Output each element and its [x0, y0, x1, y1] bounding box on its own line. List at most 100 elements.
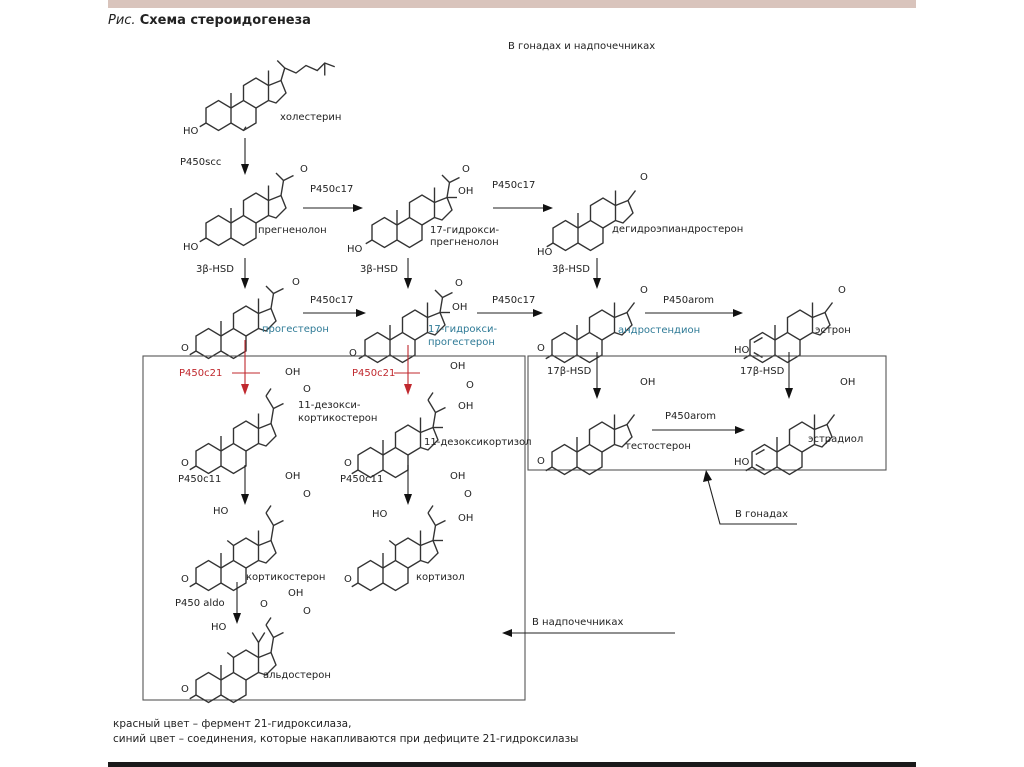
figure-title-text: Схема стероидогенеза: [139, 13, 311, 28]
enzyme-p450-aldo: P450 aldo: [175, 598, 225, 609]
compound-estradiol: эстрадиол: [808, 434, 863, 445]
atom-o: O: [537, 343, 545, 354]
molecule-dhea: O HO дегидроэпиандростерон: [537, 172, 743, 258]
figure-title-prefix: Рис.: [108, 13, 136, 28]
atom-ho: HO: [183, 242, 199, 253]
atom-oh: OH: [458, 513, 473, 524]
compound-17-hydroxypregnenolone-line2: прегненолон: [430, 237, 499, 248]
atom-oh: OH: [450, 471, 465, 482]
enzyme-3b-hsd: 3β-HSD: [552, 264, 590, 275]
atom-o: O: [181, 574, 189, 585]
atom-ho: HO: [213, 506, 229, 517]
atom-oh: OH: [640, 377, 655, 388]
arrowhead: [502, 629, 512, 637]
legend-blue: синий цвет – соединения, которые накапли…: [113, 733, 579, 745]
arrowhead: [404, 494, 412, 505]
enzyme-17b-hsd: 17β-HSD: [547, 366, 592, 377]
atom-ho: HO: [347, 244, 363, 255]
atom-o: O: [344, 574, 352, 585]
atom-ho: HO: [537, 247, 553, 258]
atom-oh: OH: [285, 471, 300, 482]
atom-oh: OH: [285, 367, 300, 378]
region-label-gonads-adrenals: В гонадах и надпочечниках: [508, 41, 655, 52]
atom-oh: OH: [458, 401, 473, 412]
compound-cholesterol: холестерин: [280, 112, 341, 123]
atom-o: O: [537, 456, 545, 467]
enzyme-p450c17: P450c17: [310, 184, 353, 195]
molecule-corticosterone: OH O HO O кортикостерон: [181, 471, 325, 592]
adrenal-region-box: [142, 355, 526, 701]
arrowhead: [353, 204, 363, 212]
enzyme-17b-hsd: 17β-HSD: [740, 366, 785, 377]
atom-oh: OH: [452, 302, 467, 313]
compound-estrone: эстрон: [815, 325, 851, 336]
compound-11-deoxycorticosterone-line2: кортикостерон: [298, 413, 377, 424]
compound-progesterone: прогестерон: [262, 324, 329, 335]
compound-cortisol: кортизол: [416, 572, 465, 583]
arrowhead: [404, 384, 412, 395]
atom-o: O: [838, 285, 846, 296]
atom-o: O: [462, 164, 470, 175]
compound-11-deoxycortisol: 11-дезоксикортизол: [424, 437, 532, 448]
atom-o: O: [181, 458, 189, 469]
arrowhead: [241, 494, 249, 505]
arrowhead: [241, 164, 249, 175]
arrowhead: [356, 309, 366, 317]
atom-o: O: [349, 348, 357, 359]
molecule-estradiol: OH HO эстрадиол: [734, 377, 863, 476]
atom-o: O: [455, 278, 463, 289]
arrowhead: [241, 384, 249, 395]
gonad-region-box: [527, 355, 887, 471]
molecule-cortisol: OH O OH HO O кортизол: [344, 471, 473, 592]
atom-o: O: [303, 606, 311, 617]
atom-o: O: [303, 489, 311, 500]
atom-o: O: [300, 164, 308, 175]
atom-ho: HO: [372, 509, 388, 520]
enzyme-p450c17: P450c17: [492, 180, 535, 191]
compound-17-hydroxyprogesterone-line1: 17-гидрокси-: [428, 324, 498, 335]
legend: красный цвет – фермент 21-гидроксилаза, …: [113, 717, 578, 747]
atom-oh: OH: [458, 186, 473, 197]
enzyme-p450arom: P450arom: [663, 295, 714, 306]
arrowhead: [404, 278, 412, 289]
atom-o: O: [466, 380, 474, 391]
atom-oh: OH: [288, 588, 303, 599]
molecule-aldosterone: OH O O HO O альдостерон: [181, 588, 331, 704]
atom-ho: HO: [211, 622, 227, 633]
atom-o: O: [344, 458, 352, 469]
atom-o: O: [464, 489, 472, 500]
compound-11-deoxycorticosterone-line1: 11-дезокси-: [298, 400, 361, 411]
figure-title: Рис. Схема стероидогенеза: [108, 13, 311, 28]
pointer-gonads: [707, 479, 797, 525]
atom-o: O: [292, 277, 300, 288]
compound-corticosterone: кортикостерон: [246, 572, 325, 583]
arrowhead: [233, 613, 241, 624]
atom-ho: HO: [734, 457, 750, 468]
atom-o: O: [640, 285, 648, 296]
enzyme-p450c21: P450c21: [352, 368, 395, 379]
compound-pregnenolone: прегненолон: [258, 225, 327, 236]
molecule-17-hydroxyprogesterone: O OH O 17-гидрокси- прогестерон: [349, 278, 498, 364]
arrowhead: [785, 388, 793, 399]
atom-o: O: [181, 343, 189, 354]
compound-dhea: дегидроэпиандростерон: [612, 224, 743, 235]
atom-o: O: [181, 684, 189, 695]
molecule-pregnenolone: O HO прегненолон: [183, 164, 327, 253]
compound-androstenedione: андростендион: [618, 325, 700, 336]
atom-o: O: [260, 599, 268, 610]
enzyme-p450scc: P450scc: [180, 157, 221, 168]
enzyme-p450c17: P450c17: [492, 295, 535, 306]
arrowhead: [733, 309, 743, 317]
enzyme-p450c17: P450c17: [310, 295, 353, 306]
atom-o: O: [640, 172, 648, 183]
enzyme-p450c11: P450c11: [340, 474, 383, 485]
molecule-testosterone: OH O тестостерон: [537, 377, 691, 476]
legend-red: красный цвет – фермент 21-гидроксилаза,: [113, 718, 352, 730]
arrowhead: [543, 204, 553, 212]
enzyme-p450c11: P450c11: [178, 474, 221, 485]
arrowhead: [593, 388, 601, 399]
molecule-estrone: O HO эстрон: [734, 285, 851, 364]
enzyme-3b-hsd: 3β-HSD: [360, 264, 398, 275]
atom-ho: HO: [734, 345, 750, 356]
atom-oh: OH: [840, 377, 855, 388]
